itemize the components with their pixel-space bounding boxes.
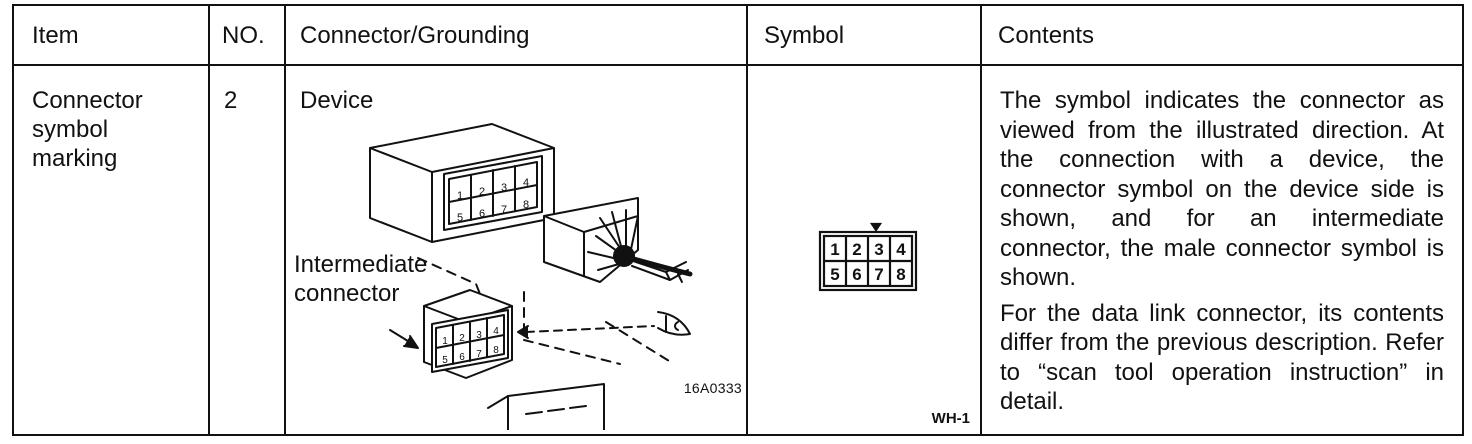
header-symbol: Symbol	[746, 4, 982, 66]
intermediate-connector-label: Intermediate connector	[294, 250, 427, 308]
device-pin-label: 2	[479, 186, 485, 198]
item-cell: Connector symbol marking	[12, 64, 210, 436]
device-pin-label: 6	[479, 208, 485, 220]
header-row: Item NO. Connector/Grounding Symbol Cont…	[12, 4, 1464, 66]
connector-illustration: 1 2 3 4 5 6 7 8 1 2 3 4 5 6 7 8	[369, 123, 693, 430]
table-row: Connector symbol marking 2	[12, 64, 1464, 436]
device-label: Device	[300, 87, 374, 114]
symbol-pin-label: 8	[896, 265, 905, 284]
item-line: marking	[32, 145, 118, 172]
intermediate-pin-label: 6	[459, 352, 465, 363]
header-connector-grounding: Connector/Grounding	[284, 4, 748, 66]
item-line: Connector	[32, 87, 143, 114]
symbol-pin-label: 1	[830, 240, 839, 259]
symbol-pin-label: 6	[852, 265, 861, 284]
contents-paragraph: The symbol indicates the connector as vi…	[1000, 87, 1444, 291]
item-name: Connector symbol marking	[14, 66, 208, 173]
device-pin-label: 1	[457, 190, 463, 202]
item-line: symbol	[32, 116, 109, 143]
label-line: connector	[294, 280, 400, 307]
symbol-code: WH-1	[931, 410, 970, 427]
label-line: Intermediate	[294, 251, 428, 278]
contents-paragraph: For the data link connector, its content…	[1000, 299, 1444, 416]
intermediate-pin-label: 2	[459, 333, 465, 344]
symbol-pin-label: 4	[896, 240, 906, 259]
header-contents: Contents	[980, 4, 1464, 66]
symbol-pin-label: 2	[852, 240, 861, 259]
device-pin-label: 5	[457, 212, 463, 224]
contents-text: The symbol indicates the connector as vi…	[982, 66, 1462, 417]
device-pin-label: 8	[523, 199, 529, 211]
intermediate-pin-label: 3	[476, 330, 482, 341]
header-no: NO.	[208, 4, 286, 66]
intermediate-pin-label: 4	[493, 326, 499, 337]
connector-symbol-table: Item NO. Connector/Grounding Symbol Cont…	[12, 4, 1464, 436]
item-number: 2	[224, 87, 238, 114]
contents-cell: The symbol indicates the connector as vi…	[980, 64, 1464, 436]
no-cell: 2	[208, 64, 286, 436]
intermediate-pin-label: 1	[442, 336, 448, 347]
device-pin-label: 7	[501, 204, 507, 216]
symbol-pin-label: 3	[874, 240, 883, 259]
device-pin-label: 4	[523, 177, 529, 189]
connector-grounding-cell: 1 2 3 4 5 6 7 8 1 2 3 4 5 6 7 8	[284, 64, 748, 436]
connector-symbol: 1 2 3 4 5 6 7 8	[818, 222, 918, 292]
intermediate-pin-label: 8	[493, 345, 499, 356]
symbol-cell: 1 2 3 4 5 6 7 8 WH-1	[746, 64, 982, 436]
figure-code: 16A0333	[683, 380, 742, 396]
intermediate-pin-label: 5	[442, 355, 448, 366]
symbol-pin-label: 5	[830, 265, 839, 284]
symbol-pin-label: 7	[874, 265, 883, 284]
header-item: Item	[12, 4, 210, 66]
device-pin-label: 3	[501, 182, 507, 194]
intermediate-pin-label: 7	[476, 349, 482, 360]
